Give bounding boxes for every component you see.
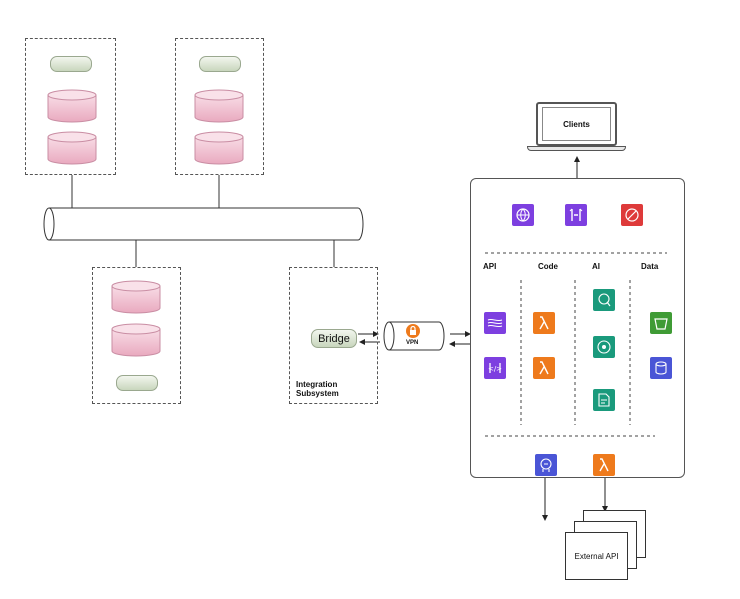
external-api-label: External API xyxy=(574,551,619,561)
column-label-data: Data xyxy=(641,262,659,271)
external-api-box[interactable]: External API xyxy=(565,532,628,580)
message-bus xyxy=(43,207,364,241)
clients-label: Clients xyxy=(563,119,590,129)
column-label-ai: AI xyxy=(592,262,600,271)
globe-icon[interactable] xyxy=(512,204,534,226)
database-cylinder xyxy=(194,89,244,123)
svg-text:</>: </> xyxy=(488,365,502,373)
database-cylinder xyxy=(47,131,97,165)
waf-icon[interactable] xyxy=(621,204,643,226)
database-cylinder xyxy=(47,89,97,123)
comprehend-icon[interactable] xyxy=(593,289,615,311)
database-cylinder xyxy=(111,280,161,314)
s3-bucket-icon[interactable] xyxy=(650,312,672,334)
integration-subsystem xyxy=(289,267,378,404)
integration-label: Integration Subsystem xyxy=(296,380,339,398)
node-pill xyxy=(199,56,241,72)
bridge-node[interactable]: Bridge xyxy=(311,329,357,348)
column-label-api: API xyxy=(483,262,497,271)
bridge-label: Bridge xyxy=(318,332,350,345)
lambda-icon[interactable] xyxy=(533,357,555,379)
textract-icon[interactable] xyxy=(593,389,615,411)
database-cylinder xyxy=(111,323,161,357)
storage-cluster-1 xyxy=(25,38,116,175)
vpn-label: VPN xyxy=(406,340,419,346)
kinesis-stream-icon[interactable] xyxy=(484,312,506,334)
rds-database-icon[interactable] xyxy=(650,357,672,379)
appsync-icon[interactable]: </> xyxy=(484,357,506,379)
column-label-code: Code xyxy=(538,262,558,271)
laptop-icon: Clients xyxy=(536,102,617,146)
lock-icon xyxy=(406,324,420,338)
laptop-base xyxy=(527,146,626,151)
node-pill xyxy=(116,375,158,391)
lambda-icon[interactable] xyxy=(533,312,555,334)
storage-cluster-3 xyxy=(92,267,181,404)
lambda-icon[interactable] xyxy=(593,454,615,476)
storage-cluster-2 xyxy=(175,38,264,175)
node-pill xyxy=(50,56,92,72)
database-cylinder xyxy=(194,131,244,165)
platform-container xyxy=(470,178,685,478)
bedrock-icon[interactable] xyxy=(535,454,557,476)
api-gateway-icon[interactable] xyxy=(565,204,587,226)
rekognition-icon[interactable] xyxy=(593,336,615,358)
